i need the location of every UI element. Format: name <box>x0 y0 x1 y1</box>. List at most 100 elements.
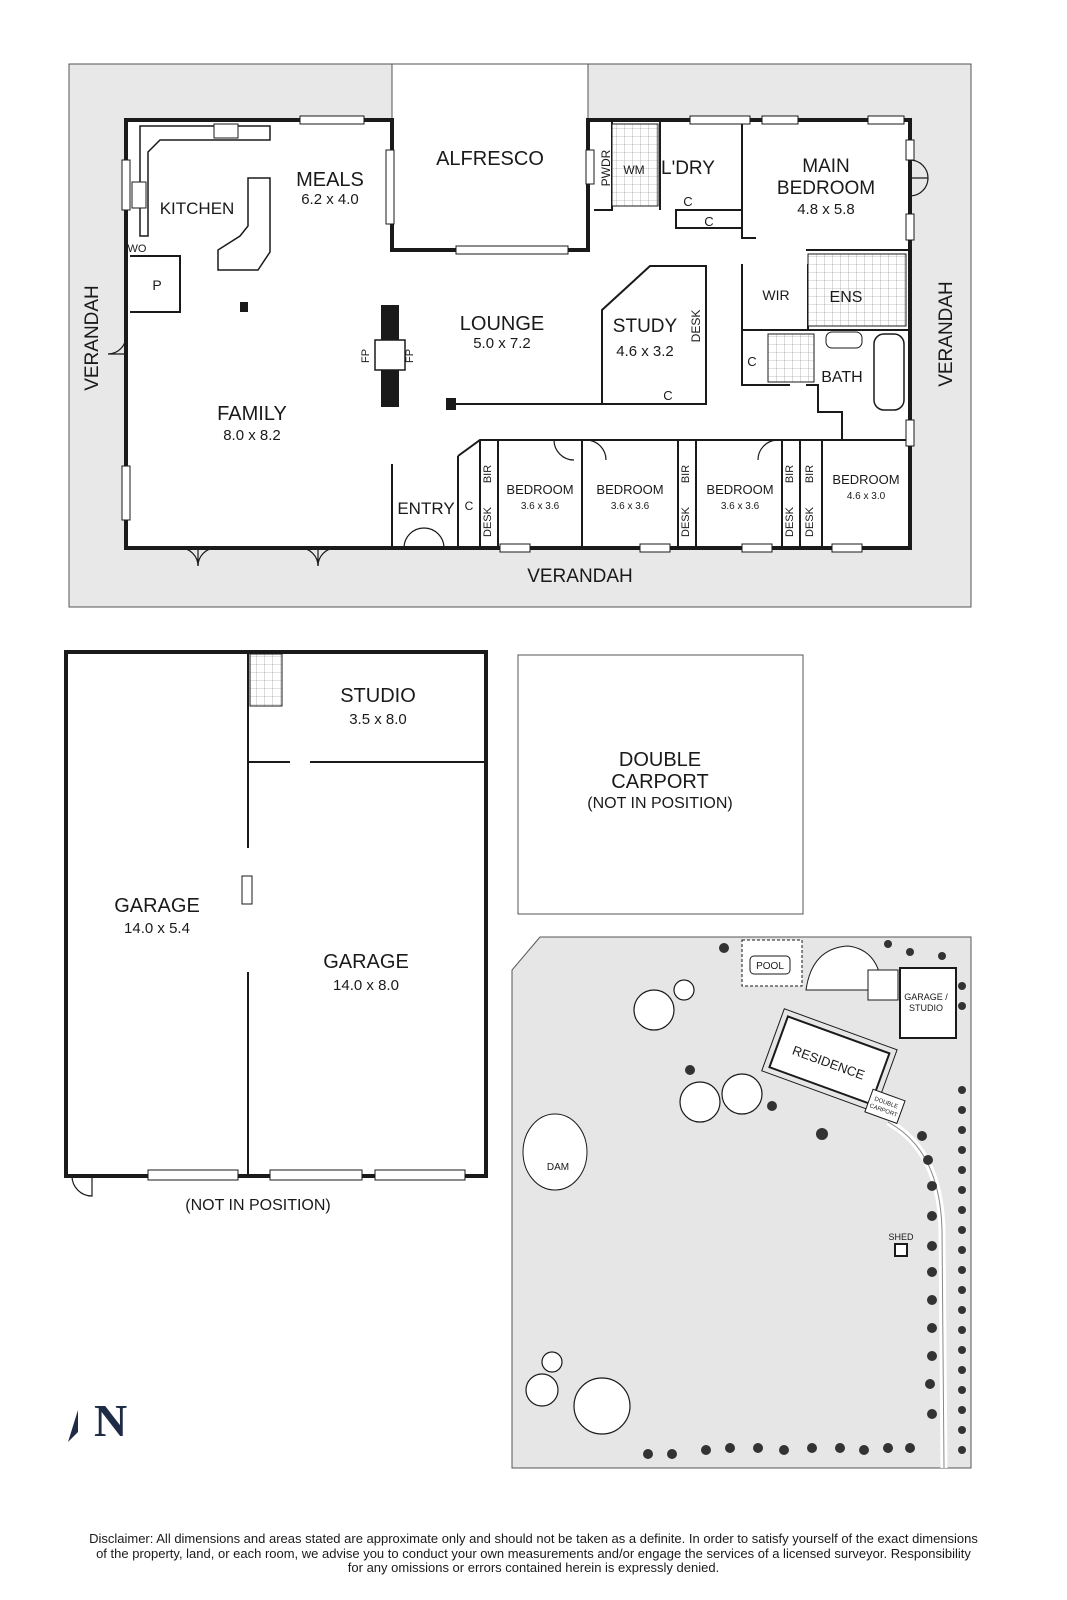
carport-outline: DOUBLE CARPORT (NOT IN POSITION) <box>517 654 804 915</box>
lounge-label: LOUNGE <box>460 313 544 335</box>
pwdr-label: PWDR <box>599 149 613 186</box>
bedroom-dims: 3.6 x 3.6 <box>611 501 650 512</box>
study-dims: 4.6 x 3.2 <box>616 343 674 360</box>
bir-label: BIR <box>804 465 816 483</box>
bir-label: BIR <box>482 465 494 483</box>
shrub-dots <box>643 940 966 1459</box>
compass-arrow-icon <box>68 1410 78 1442</box>
door-icon <box>71 1175 93 1197</box>
column-icon <box>240 302 248 312</box>
column-icon <box>446 398 456 410</box>
cooktop-icon <box>213 123 239 139</box>
bedroom-label: BEDROOM <box>706 482 773 497</box>
pool-icon <box>749 955 791 975</box>
garage-label: GARAGE <box>114 895 200 917</box>
bedroom-label: BEDROOM <box>832 472 899 487</box>
house-floorplan: ALFRESCO MEALS 6.2 x 4.0 KITCHEN WO P PW… <box>68 63 972 761</box>
bedroom-dims: 4.6 x 3.0 <box>847 491 886 502</box>
ensuite-tiles <box>807 253 907 327</box>
meals-label: MEALS <box>296 169 364 191</box>
disclaimer-line: of the property, land, or each room, we … <box>96 1545 971 1561</box>
study-desk-label: DESK <box>689 310 703 343</box>
desk-label: DESK <box>804 506 816 537</box>
study-label: STUDY <box>613 316 678 337</box>
site-garage-studio <box>899 967 957 1039</box>
garage-label: GARAGE <box>323 951 409 973</box>
verandah-label: VERANDAH <box>936 281 957 387</box>
studio-wc-tiles <box>249 653 283 707</box>
bedroom-label: BEDROOM <box>596 482 663 497</box>
garage-door <box>269 1169 363 1181</box>
wm-label: WM <box>623 163 644 177</box>
bathtub-icon <box>873 333 905 411</box>
dam-icon <box>522 1113 588 1191</box>
garage-dims: 14.0 x 5.4 <box>124 920 190 937</box>
basin-icon <box>825 331 863 349</box>
main-bedroom-dims: 4.8 x 5.8 <box>797 201 855 218</box>
studio-dims: 3.5 x 8.0 <box>349 711 407 728</box>
pool-label: POOL <box>756 961 784 972</box>
carport-label: DOUBLE <box>619 749 701 771</box>
family-dims: 8.0 x 8.2 <box>223 427 281 444</box>
desk-label: DESK <box>680 506 692 537</box>
bedroom-label: BEDROOM <box>506 482 573 497</box>
garage-studio-floorplan: STUDIO 3.5 x 8.0 GARAGE 14.0 x 5.4 GARAG… <box>64 650 488 1214</box>
closet-label: C <box>704 214 713 229</box>
verandah-label: VERANDAH <box>82 285 103 391</box>
shed-label: SHED <box>888 1232 914 1242</box>
pantry-label: P <box>152 277 161 293</box>
shed-icon <box>894 1243 908 1257</box>
garden-bed <box>867 969 899 1001</box>
north-compass: N <box>64 1395 144 1448</box>
disclaimer: Disclaimer: All dimensions and areas sta… <box>10 1531 1057 1576</box>
verandah-label: VERANDAH <box>527 566 633 587</box>
carport-label: CARPORT <box>611 771 708 793</box>
site-garage-label: STUDIO <box>909 1003 943 1013</box>
site-carport: DOUBLE CARPORT <box>864 1088 906 1125</box>
not-in-position-note: (NOT IN POSITION) <box>185 1197 330 1214</box>
column-icon <box>241 875 253 905</box>
bedroom-dims: 3.6 x 3.6 <box>521 501 560 512</box>
ldry-label: L'DRY <box>661 158 715 179</box>
family-label: FAMILY <box>217 403 287 425</box>
north-label: N <box>94 1395 128 1446</box>
site-garage-label: GARAGE / <box>904 992 948 1002</box>
closet-label: C <box>683 194 692 209</box>
desk-label: DESK <box>784 506 796 537</box>
carport-note: (NOT IN POSITION) <box>587 795 732 812</box>
closet-label: C <box>747 354 756 369</box>
disclaimer-line: for any omissions or errors contained he… <box>347 1560 720 1575</box>
closet-label: C <box>465 499 474 513</box>
ens-label: ENS <box>830 289 863 306</box>
tree-icons <box>525 979 763 1435</box>
site-plan: POOL GARAGE / STUDIO RESIDENCE DOUBLE CA… <box>511 936 972 1469</box>
site-residence: RESIDENCE <box>761 1008 898 1113</box>
meals-dims: 6.2 x 4.0 <box>301 191 359 208</box>
studio-label: STUDIO <box>340 685 416 707</box>
bedroom-dims: 3.6 x 3.6 <box>721 501 760 512</box>
dam-label: DAM <box>547 1162 569 1173</box>
kitchen-label: KITCHEN <box>160 199 235 218</box>
fireplace-label: FP <box>404 349 416 363</box>
alfresco-area <box>391 63 589 251</box>
garage-dims: 14.0 x 8.0 <box>333 977 399 994</box>
lounge-dims: 5.0 x 7.2 <box>473 335 531 352</box>
bath-label: BATH <box>821 369 862 386</box>
bir-label: BIR <box>680 465 692 483</box>
wo-label: WO <box>128 243 147 255</box>
bath-tiles <box>767 333 815 383</box>
garage-door <box>374 1169 466 1181</box>
fireplace-label: FP <box>360 349 372 363</box>
bir-label: BIR <box>784 465 796 483</box>
alfresco-label: ALFRESCO <box>436 148 544 170</box>
kitchen-island <box>217 177 271 271</box>
garage-door <box>147 1169 239 1181</box>
main-bedroom-label: MAIN <box>802 156 850 177</box>
entry-label: ENTRY <box>397 499 454 518</box>
windows <box>121 115 915 553</box>
wir-label: WIR <box>762 287 789 303</box>
fireplace-hearth <box>374 339 406 371</box>
main-bedroom-label: BEDROOM <box>777 178 875 199</box>
desk-label: DESK <box>482 506 494 537</box>
